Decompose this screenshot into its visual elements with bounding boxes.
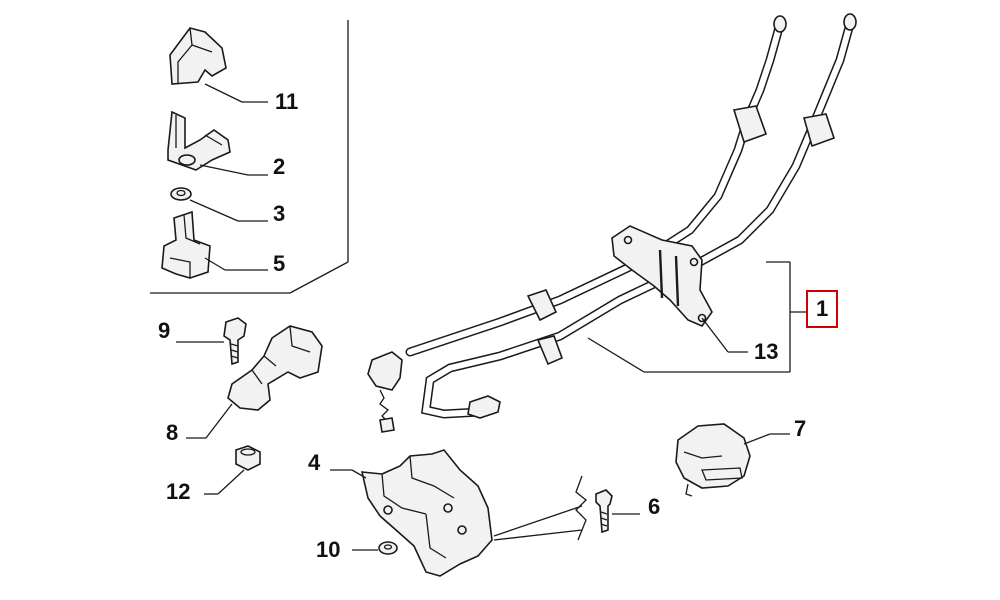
callout-8: 8 <box>166 420 179 445</box>
part-6-bolt <box>595 489 640 534</box>
part-11-clip <box>169 27 268 103</box>
callout-11: 11 <box>275 89 299 114</box>
callout-3: 3 <box>273 201 286 226</box>
callout-5: 5 <box>273 251 286 276</box>
part-8-lever-bracket <box>186 325 323 439</box>
inset-panel-border <box>150 20 349 294</box>
callout-7: 7 <box>794 416 807 441</box>
callout-1: 1 <box>806 290 839 328</box>
part-9-bolt <box>176 317 247 366</box>
callout-13: 13 <box>754 339 779 364</box>
part-7-rubber-boot <box>675 423 790 497</box>
part-10-washer <box>352 541 398 555</box>
part-5-holder <box>161 210 268 279</box>
callout-4: 4 <box>308 450 321 475</box>
part-4-main-bracket <box>330 449 587 577</box>
part-13-cable-assembly <box>367 13 857 433</box>
callout-9: 9 <box>158 318 171 343</box>
part-12-nut <box>204 445 261 495</box>
part-2-bracket <box>167 110 268 176</box>
callout-12: 12 <box>166 479 191 504</box>
part-3-washer <box>170 187 268 222</box>
callout-6: 6 <box>648 494 661 519</box>
callout-2: 2 <box>273 154 286 179</box>
callout-10: 10 <box>316 537 341 562</box>
